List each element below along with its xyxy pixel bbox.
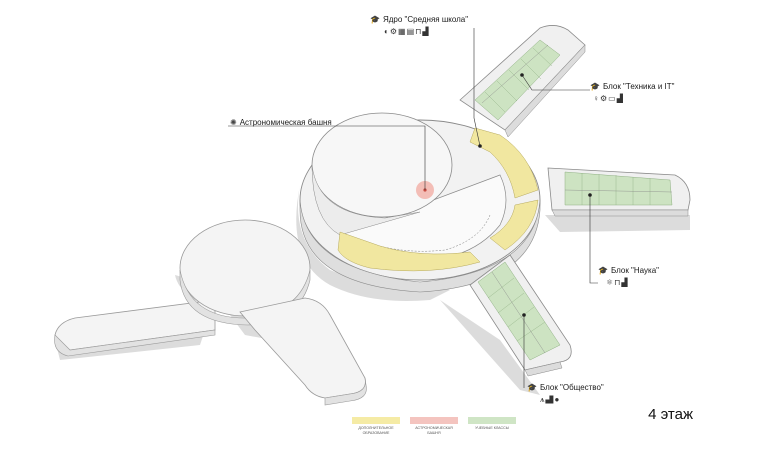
flask-icon: ⊓ [614,278,622,287]
leader-lines [228,28,598,388]
legend-text: учебные классы [475,426,509,430]
science-icons: ⚛⊓▟ [606,278,629,287]
tech-icons: ♀⚙▭▟ [593,94,624,103]
classroom-icon: ▦ [398,27,407,36]
graduation-cap-icon: 🎓 [527,383,537,392]
tech-wing [459,25,586,138]
graduation-cap-icon: 🎓 [598,266,608,275]
society-label-text: Блок "Общество" [539,383,604,392]
monitor-icon: ▭ [608,94,617,103]
legend-text: дополнительное образование [358,426,394,435]
west-wing [54,219,367,406]
tower-label: ✺ Астрономическая башня [230,118,332,127]
telescope-icon: ✺ [230,118,237,127]
legend-swatch [468,417,516,424]
floor-label: 4 этаж [648,406,693,423]
globe-icon: ● [554,395,561,404]
graduation-cap-icon: 🎓 [590,82,600,91]
tools-icon: ▟ [545,395,555,404]
core-label-text: Ядро "Средняя школа" [382,15,469,24]
legend-swatch [410,417,458,424]
central-building [299,112,541,293]
legend-swatch [352,417,400,424]
factory-icon: ▟ [621,278,629,287]
lab-icon: ⊓ [415,27,423,36]
gear-icon: ⚙ [600,94,609,103]
legend-tower: астрономическая башня [410,417,458,435]
legend-text: астрономическая башня [415,426,453,435]
book-icon: ▤ [406,27,416,36]
society-wing [469,254,572,377]
workshop-icon: ▟ [422,27,430,36]
science-label-text: Блок "Наука" [610,266,659,275]
graduation-cap-icon: 🎓 [370,15,380,24]
core-icons: ◐⚙▦▤⊓▟ [384,27,430,36]
bulb-icon: ♀ [593,94,600,103]
chart-icon: ◐ [384,27,390,36]
science-label: 🎓 Блок "Наука" [598,266,659,275]
tech-label-text: Блок "Техника и IT" [602,82,675,91]
tech-label: 🎓 Блок "Техника и IT" [590,82,674,91]
legend-classes: учебные классы [468,417,516,431]
factory-icon: ▟ [616,94,624,103]
atom-icon: ⚛ [606,278,615,287]
legend-extra-education: дополнительное образование [352,417,400,435]
gear-icon: ⚙ [389,27,399,36]
tower-label-text: Астрономическая башня [239,118,332,127]
core-label: 🎓 Ядро "Средняя школа" [370,15,468,24]
science-wing [547,167,691,217]
society-icons: ⩚▟● [540,395,560,405]
society-label: 🎓 Блок "Общество" [527,383,604,392]
people-icon: ⩚ [540,395,546,404]
